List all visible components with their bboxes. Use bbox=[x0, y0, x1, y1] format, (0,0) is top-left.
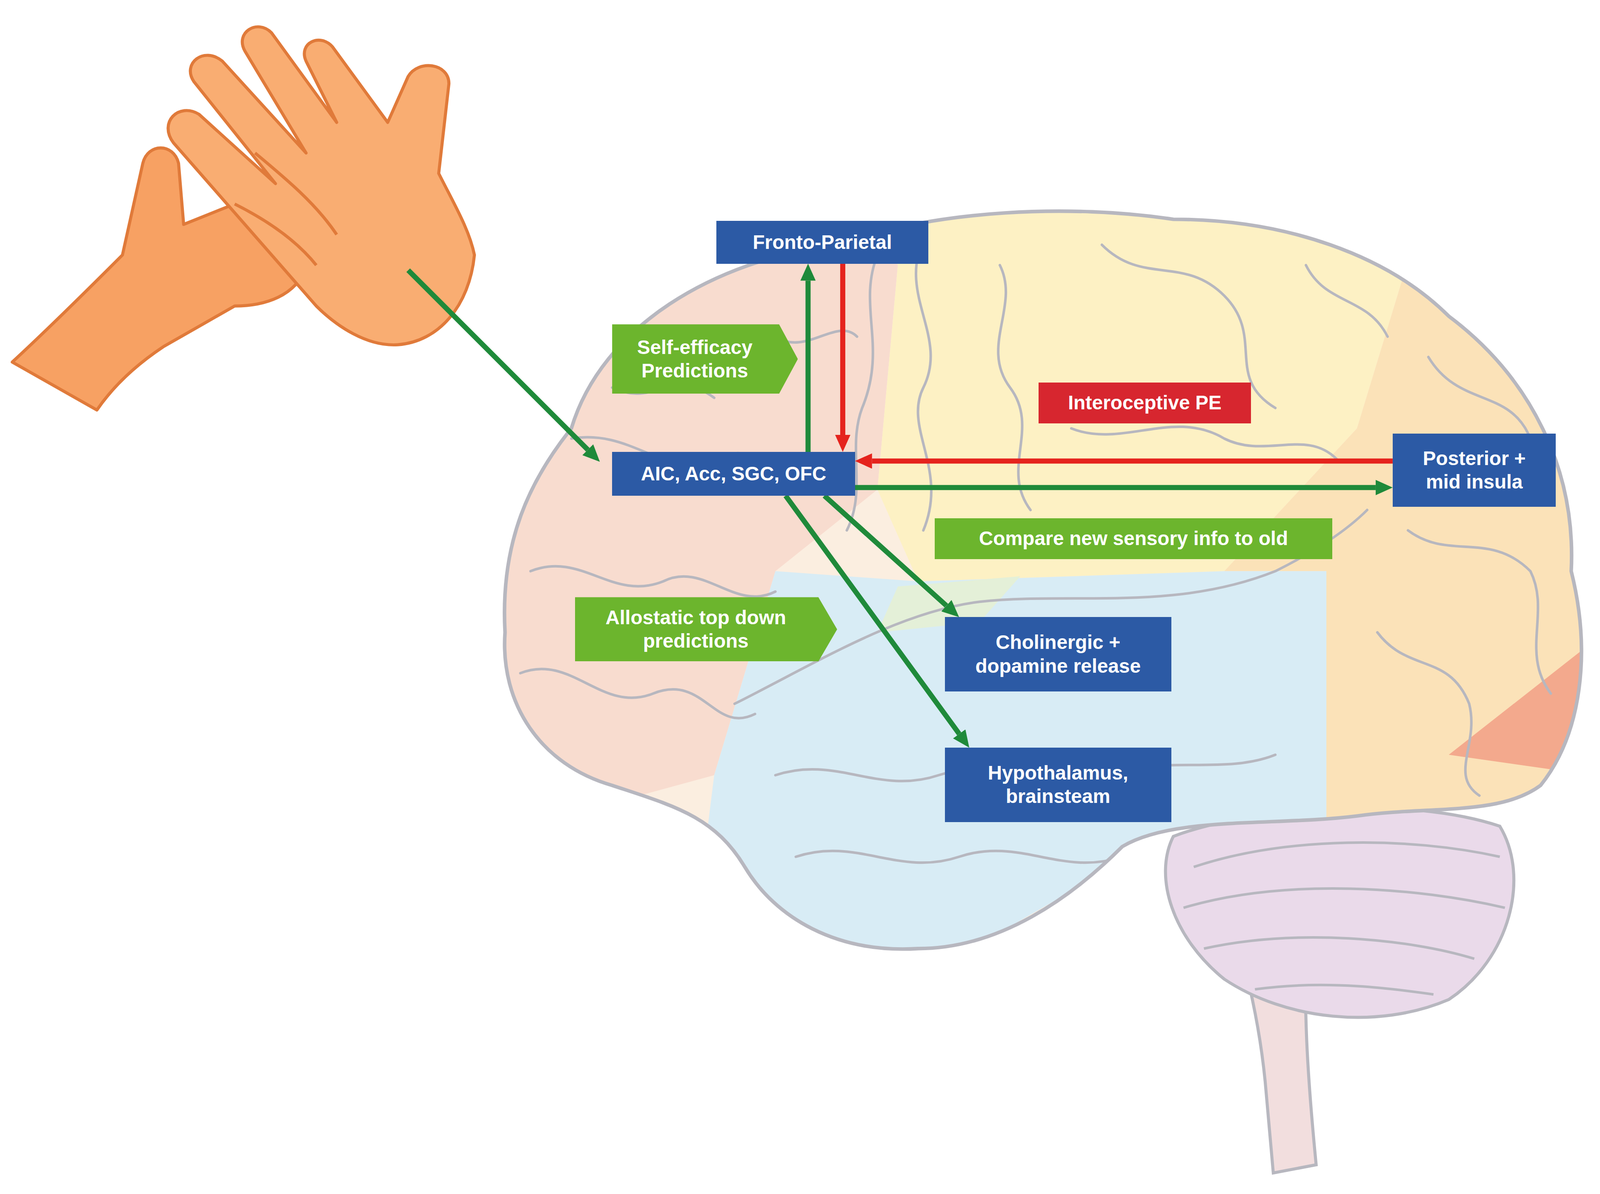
sulcus bbox=[795, 851, 1123, 864]
sulcus bbox=[1377, 632, 1480, 796]
sulcus bbox=[530, 566, 776, 597]
prediction-arrow bbox=[824, 495, 947, 606]
region-name: Posterior + mid insula bbox=[1405, 446, 1544, 494]
edge-label-tag: Interoceptive PE bbox=[1038, 382, 1251, 424]
folium bbox=[1203, 937, 1475, 959]
region-box: Posterior + mid insula bbox=[1392, 433, 1557, 508]
sulcus bbox=[1071, 426, 1337, 460]
cerebrum-outline bbox=[504, 211, 1582, 950]
sylvian-fissure bbox=[734, 510, 1368, 705]
edge-label: Interoceptive PE bbox=[1067, 391, 1222, 415]
folium bbox=[1254, 985, 1434, 995]
clapping-hands bbox=[12, 26, 475, 411]
prediction-error-arrow bbox=[872, 458, 1393, 464]
region-name: Cholinergic + dopamine release bbox=[957, 630, 1159, 678]
prediction-arrow bbox=[855, 485, 1376, 491]
edge-label-tag: Allostatic top down predictions bbox=[575, 597, 838, 662]
palm-crease bbox=[254, 153, 337, 235]
edge-label-tag: Self-efficacy Predictions bbox=[612, 324, 798, 394]
folium bbox=[1193, 842, 1500, 868]
region-box: Cholinergic + dopamine release bbox=[944, 617, 1172, 692]
folium bbox=[1183, 888, 1506, 908]
region-name: Fronto-Parietal bbox=[752, 230, 892, 255]
edge-label: Allostatic top down predictions bbox=[581, 606, 811, 653]
edge-label: Self-efficacy Predictions bbox=[618, 335, 771, 383]
region-name: Hypothalamus, brainsteam bbox=[957, 761, 1159, 809]
region-box: Fronto-Parietal bbox=[716, 220, 929, 264]
sulcus bbox=[1428, 357, 1531, 439]
edge-label: Compare new sensory info to old bbox=[978, 526, 1289, 551]
edge-label-tag: Compare new sensory info to old bbox=[934, 518, 1333, 560]
stimulus-arrow bbox=[408, 270, 588, 450]
gyri bbox=[520, 239, 1551, 863]
region-box: Hypothalamus, brainsteam bbox=[944, 747, 1172, 823]
sulcus bbox=[1305, 265, 1388, 337]
region-name: AIC, Acc, SGC, OFC bbox=[641, 462, 827, 486]
cerebellum-folia bbox=[1183, 842, 1506, 995]
lobes bbox=[489, 193, 1600, 980]
cerebellum bbox=[1165, 807, 1514, 1018]
brain-drawing bbox=[12, 26, 1600, 1174]
sulcus bbox=[520, 669, 755, 719]
palm-crease bbox=[234, 203, 317, 266]
front-hand bbox=[168, 26, 475, 345]
sulcus bbox=[1408, 530, 1552, 694]
sulcus bbox=[998, 265, 1031, 510]
region-box: AIC, Acc, SGC, OFC bbox=[612, 452, 855, 496]
prediction-arrow bbox=[805, 280, 811, 453]
prediction-error-arrow bbox=[840, 263, 846, 436]
